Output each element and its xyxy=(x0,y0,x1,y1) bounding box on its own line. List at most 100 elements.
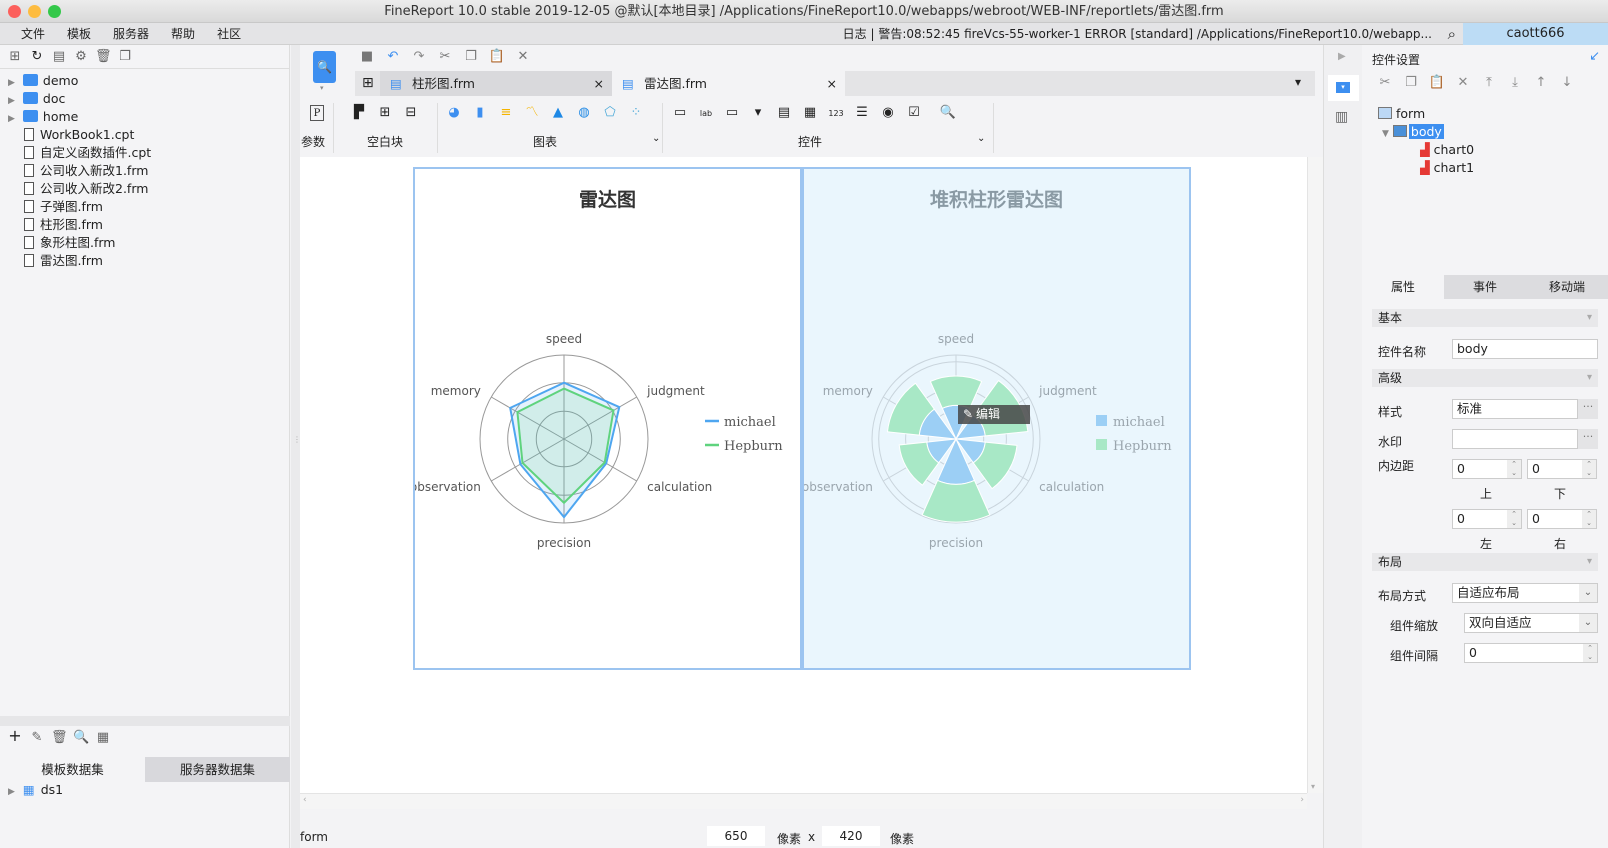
tab-events[interactable]: 事件 xyxy=(1444,275,1526,299)
folder-item[interactable]: ▶doc xyxy=(8,90,65,108)
edit-tooltip-button[interactable]: ✎编辑 xyxy=(958,405,1030,424)
left-splitter[interactable]: ⋮ xyxy=(291,45,301,848)
folder-item[interactable]: ▶home xyxy=(8,108,78,126)
close-tab-icon[interactable]: × xyxy=(593,76,604,91)
delete-icon[interactable]: ✕ xyxy=(517,49,529,64)
horizontal-scrollbar[interactable]: ‹› xyxy=(300,793,1307,809)
vertical-scrollbar[interactable]: ▾ xyxy=(1307,157,1323,793)
gap-input[interactable]: 0⌃⌄ xyxy=(1464,643,1598,663)
expand-arrow-icon[interactable]: ▶ xyxy=(8,114,15,124)
chevron-down-icon[interactable]: ⌄ xyxy=(977,133,986,144)
file-item[interactable]: 自定义函数插件.cpt xyxy=(8,144,151,162)
move-bottom-icon[interactable]: ⤓ xyxy=(1512,75,1518,90)
cut-icon[interactable]: ✂ xyxy=(1379,75,1391,90)
chevron-down-icon[interactable]: ⌄ xyxy=(652,133,661,144)
file-item[interactable]: 象形柱图.frm xyxy=(8,234,115,252)
file-item[interactable]: 子弹图.frm xyxy=(8,198,103,216)
refresh-icon[interactable]: ↻ xyxy=(31,49,43,64)
move-up-icon[interactable]: ↑ xyxy=(1535,75,1547,90)
paste-icon[interactable]: 📋 xyxy=(1428,75,1446,90)
scale-select[interactable]: 双向自适应⌄ xyxy=(1464,613,1598,633)
block-dark-icon[interactable]: ▛ xyxy=(354,105,364,120)
new-template-icon[interactable]: ⊞ xyxy=(362,75,374,91)
file-item[interactable]: WorkBook1.cpt xyxy=(8,126,134,144)
listbox-widget-icon[interactable]: ▤ xyxy=(777,105,791,120)
line-chart-icon[interactable]: 〽 xyxy=(525,105,539,120)
tree-node-body[interactable]: ▼ body xyxy=(1382,124,1444,139)
checkbox-group-icon[interactable]: ☑ xyxy=(908,105,920,120)
style-input[interactable]: 标准 xyxy=(1452,399,1578,419)
block-tab-icon[interactable]: ⊟ xyxy=(405,105,417,120)
expand-arrow-icon[interactable]: ▶ xyxy=(8,78,15,88)
preview-mode-button[interactable]: 🔍 xyxy=(313,51,336,83)
undo-icon[interactable]: ↶ xyxy=(387,49,399,64)
menu-server[interactable]: 服务器 xyxy=(113,27,150,41)
radio-group-icon[interactable]: ◉ xyxy=(882,105,894,120)
folder-item[interactable]: ▶demo xyxy=(8,72,78,90)
tree-node-chart1[interactable]: ▟chart1 xyxy=(1420,160,1475,175)
label-widget-icon[interactable]: lab xyxy=(699,109,713,118)
delete-icon[interactable]: 🗑 xyxy=(95,49,112,64)
parameter-icon[interactable]: P xyxy=(310,105,324,121)
paste-icon[interactable]: 📋 xyxy=(488,49,506,64)
file-item[interactable]: 雷达图.frm xyxy=(8,252,103,270)
close-tab-icon[interactable]: × xyxy=(826,76,837,91)
watermark-more-button[interactable]: ··· xyxy=(1578,429,1598,449)
expand-arrow-icon[interactable]: ▶ xyxy=(8,96,15,106)
file-item[interactable]: 柱形图.frm xyxy=(8,216,103,234)
open-icon[interactable]: ▤ xyxy=(52,49,66,64)
watermark-input[interactable] xyxy=(1452,429,1578,449)
menu-community[interactable]: 社区 xyxy=(217,27,242,41)
gauge-chart-icon[interactable]: ◍ xyxy=(578,105,590,120)
user-account[interactable]: caott666 xyxy=(1463,23,1608,45)
section-layout[interactable]: 布局 xyxy=(1372,553,1598,571)
tab-list-icon[interactable]: ▾ xyxy=(1295,75,1302,89)
section-advanced[interactable]: 高级 xyxy=(1372,369,1598,387)
widget-name-input[interactable]: body xyxy=(1452,339,1598,359)
menu-help[interactable]: 帮助 xyxy=(171,27,196,41)
move-down-icon[interactable]: ↓ xyxy=(1561,75,1573,90)
cut-icon[interactable]: ✂ xyxy=(439,49,451,64)
edit-icon[interactable]: ✎ xyxy=(31,730,43,745)
tab-mobile[interactable]: 移动端 xyxy=(1526,275,1608,299)
number-widget-icon[interactable]: 123 xyxy=(828,109,844,118)
tab-radar-chart[interactable]: ▤雷达图.frm× xyxy=(612,71,845,96)
dataset-edit-icon[interactable]: ▦ xyxy=(96,730,110,745)
style-more-button[interactable]: ··· xyxy=(1578,399,1598,419)
file-item[interactable]: 公司收入新改2.frm xyxy=(8,180,148,198)
log-status[interactable]: 日志 | 警告:08:52:45 fireVcs-55-worker-1 ERR… xyxy=(842,27,1432,41)
tab-properties[interactable]: 属性 xyxy=(1362,275,1444,299)
textarea-widget-icon[interactable]: ☰ xyxy=(856,105,868,120)
delete-icon[interactable]: 🗑 xyxy=(51,730,68,745)
section-basic[interactable]: 基本 xyxy=(1372,309,1598,327)
copy-icon[interactable]: ❐ xyxy=(1405,75,1417,90)
chevron-down-icon[interactable]: ▾ xyxy=(320,84,324,92)
dataset-item[interactable]: ▶▦ds1 xyxy=(8,782,64,797)
canvas-width-input[interactable]: 650 xyxy=(707,826,765,846)
copy-icon[interactable]: ❐ xyxy=(119,49,131,64)
search-widget-icon[interactable]: 🔍 xyxy=(939,105,957,120)
tree-node-chart0[interactable]: ▟chart0 xyxy=(1420,142,1475,157)
settings-icon[interactable]: ⚙ xyxy=(75,49,87,64)
tab-bar-chart[interactable]: ▤柱形图.frm× xyxy=(380,71,612,96)
area-chart-icon[interactable]: ▲ xyxy=(553,105,563,120)
tab-server-dataset[interactable]: 服务器数据集 xyxy=(145,757,290,782)
padding-bottom-input[interactable]: 0⌃⌄ xyxy=(1527,459,1597,479)
radar-chart-icon[interactable]: ⬠ xyxy=(604,105,616,120)
new-folder-icon[interactable]: ⊞ xyxy=(9,49,21,64)
search-icon[interactable]: ⌕ xyxy=(1447,25,1456,43)
block-grid-icon[interactable]: ⊞ xyxy=(379,105,391,120)
padding-top-input[interactable]: 0⌃⌄ xyxy=(1452,459,1522,479)
collapse-icon[interactable]: ↙ xyxy=(1589,49,1600,64)
add-dataset-icon[interactable]: + xyxy=(8,726,22,745)
padding-left-input[interactable]: 0⌃⌄ xyxy=(1452,509,1522,529)
button-widget-icon[interactable]: ▭ xyxy=(673,105,687,120)
component-library-icon[interactable]: ▥ xyxy=(1335,109,1349,125)
menu-file[interactable]: 文件 xyxy=(21,27,46,41)
padding-right-input[interactable]: 0⌃⌄ xyxy=(1527,509,1597,529)
layout-mode-select[interactable]: 自适应布局⌄ xyxy=(1452,583,1598,603)
combobox-widget-icon[interactable]: ▾ xyxy=(754,105,762,120)
redo-icon[interactable]: ↷ xyxy=(413,49,425,64)
pie-chart-icon[interactable]: ◕ xyxy=(448,105,460,120)
